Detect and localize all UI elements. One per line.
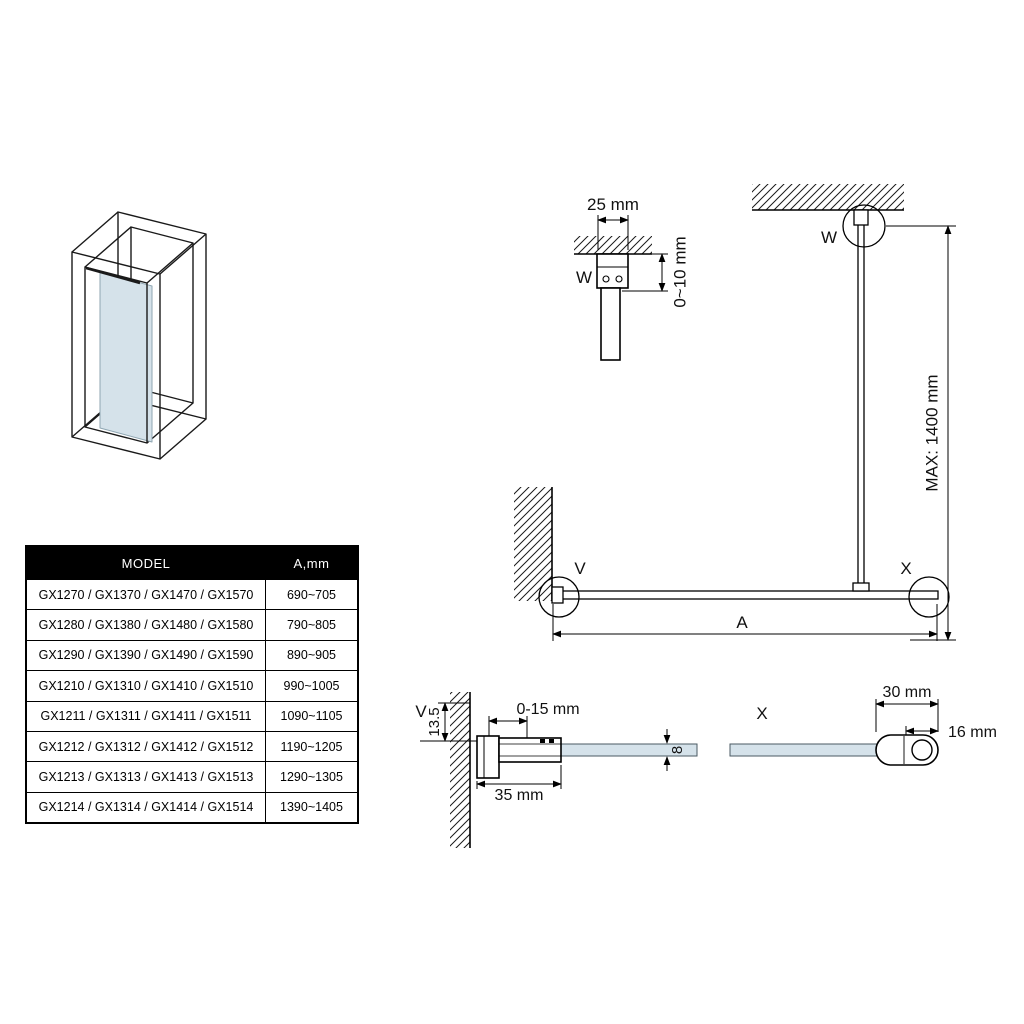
screw-icon [549,739,554,743]
ceiling-hatch [574,236,652,254]
model-cell: GX1270 / GX1370 / GX1470 / GX1570 [38,587,254,602]
ceiling-bracket [853,209,869,226]
glass-panel-plan [551,590,939,600]
table-row: GX1214 / GX1314 / GX1414 / GX1514 1390~1… [27,791,357,823]
ceiling-bracket-section [596,253,629,289]
a-cell: 690~705 [265,580,357,610]
support-rod-section [600,287,621,361]
table-row: GX1213 / GX1313 / GX1413 / GX1513 1290~1… [27,761,357,792]
ceiling-hatch [752,184,904,210]
detail-v: V 13.5 0-15 mm 35 mm 8 [415,692,698,848]
dim-wall-offset: 13.5 [426,707,443,736]
detail-callout-x-circle [908,576,950,618]
table-row: GX1270 / GX1370 / GX1470 / GX1570 690~70… [27,579,357,610]
model-cell: GX1212 / GX1312 / GX1412 / GX1512 [38,739,254,754]
table-header-model: MODEL [121,555,171,571]
a-cell: 890~905 [265,640,357,671]
support-rod [857,209,865,592]
dim-profile-width: 35 mm [495,787,544,804]
wall-channel [476,735,500,779]
a-cell: 1390~1405 [265,792,357,823]
frame-front-inner [84,266,148,444]
table-row: GX1211 / GX1311 / GX1411 / GX1511 1090~1… [27,700,357,731]
a-cell: 790~805 [265,610,357,640]
table-row: GX1210 / GX1310 / GX1410 / GX1510 990~10… [27,670,357,701]
dim-span-a: A [736,613,748,632]
a-cell: 990~1005 [265,671,357,701]
detail-callout-w-circle [842,204,886,248]
dim-clamp-size: 16 mm [948,724,997,741]
rod-joint [852,582,870,592]
dim-glass-thickness: 8 [669,746,686,754]
model-cell: GX1211 / GX1311 / GX1411 / GX1511 [40,709,252,724]
model-cell: GX1290 / GX1390 / GX1490 / GX1590 [38,648,254,663]
detail-w-label: W [576,268,592,287]
table-header-row: MODEL A,mm [27,547,357,579]
a-cell: 1190~1205 [265,731,357,762]
dim-max-length: MAX: 1400 mm [922,374,941,491]
screw-icon [540,739,545,743]
dim-adjust-range: 0-15 mm [516,701,579,718]
wall-profile-plan [551,586,564,604]
dim-bracket-width: 25 mm [587,195,639,214]
screw-icon [602,275,610,283]
model-cell: GX1210 / GX1310 / GX1410 / GX1510 [38,678,254,693]
model-cell: GX1213 / GX1313 / GX1413 / GX1513 [38,770,254,785]
model-cell: GX1214 / GX1314 / GX1414 / GX1514 [38,800,254,815]
frame-depth-edges [71,211,207,460]
frame-front-outer [71,251,161,460]
table-header-a: A,mm [265,547,357,579]
glass-panel-section-x [729,743,881,757]
detail-x: X 30 mm 16 mm [729,684,997,766]
callout-x-label: X [900,559,911,578]
model-table: MODEL A,mm GX1270 / GX1370 / GX1470 / GX… [25,545,359,825]
main-assembly: V X A [514,487,950,641]
callout-v-label: V [574,559,586,578]
table-row: GX1212 / GX1312 / GX1412 / GX1512 1190~1… [27,730,357,762]
table-row: GX1290 / GX1390 / GX1490 / GX1590 890~90… [27,639,357,671]
ceiling-mount: W MAX: 1400 mm [752,184,956,641]
a-cell: 1090~1105 [265,701,357,731]
detail-w: 25 mm 0~10 mm W [574,195,689,361]
wall-hatch [514,487,552,601]
isometric-preview [71,211,207,460]
dim-ceiling-gap: 0~10 mm [670,236,689,307]
detail-x-label: X [756,704,767,723]
frame-depth-edges-inner [84,226,194,444]
wall-hatch [450,692,470,848]
detail-v-label: V [415,702,427,721]
ceiling-detail-label: W [821,228,837,247]
screw-icon [615,275,623,283]
glass-panel-iso [99,271,153,443]
rod-clamp [911,739,933,761]
model-cell: GX1280 / GX1380 / GX1480 / GX1580 [38,618,254,633]
dim-end-profile-width: 30 mm [883,684,932,701]
table-row: GX1280 / GX1380 / GX1480 / GX1580 790~80… [27,609,357,640]
a-cell: 1290~1305 [265,762,357,792]
detail-callout-v-circle [538,576,580,618]
support-bar-iso [85,266,141,285]
